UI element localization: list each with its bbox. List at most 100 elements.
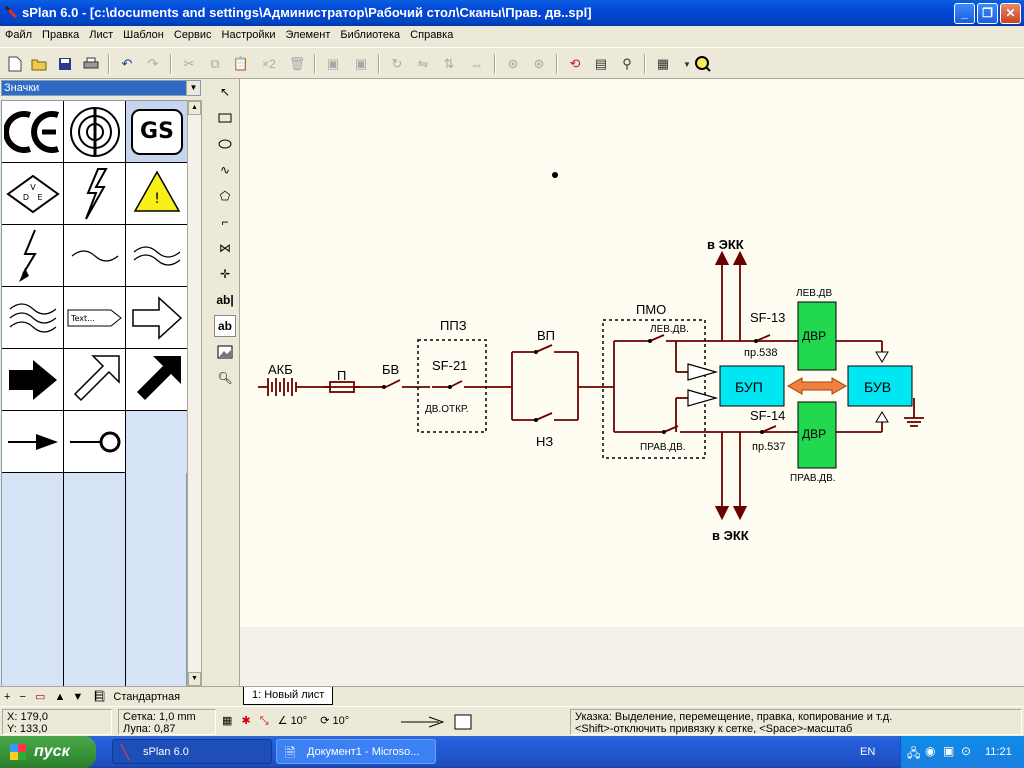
label-prav-dv-bottom: ПРАВ.ДВ. [790,473,836,484]
magnifier-tool-icon[interactable]: 🔍︎ [217,371,233,385]
ce-mark-symbol[interactable] [2,101,64,163]
buv-block [847,365,913,407]
diagonal-solid-arrow-symbol[interactable] [126,349,188,411]
menu-service[interactable]: Сервис [173,29,212,41]
text-tool-icon[interactable]: ab| [216,293,234,307]
angle-value[interactable]: 10° [290,715,308,727]
hint-line-2: <Shift>-отключить привязку к сетке, <Spa… [575,723,853,735]
coord-x: X: 179,0 [7,711,48,723]
menu-element[interactable]: Элемент [285,29,331,41]
scroll-down-icon[interactable]: ▼ [188,672,201,686]
junction-tool-icon[interactable]: ✛ [219,267,231,281]
tray-network-icon[interactable]: 🖧︎ [907,746,921,760]
send-back-icon: ▣ [354,56,368,71]
label-pmo: ПМО [636,302,666,317]
tilde-single-symbol[interactable] [64,225,126,287]
gs-mark-symbol[interactable]: GS [126,101,188,163]
new-file-icon[interactable] [4,53,26,75]
language-indicator[interactable]: EN [860,746,876,758]
start-button[interactable]: пуск [0,736,96,768]
warning-triangle-symbol[interactable]: ! [126,163,188,225]
clock: 11:21 [985,746,1012,758]
angle-snap-icon[interactable]: ⤡ [259,715,269,727]
menu-file[interactable]: Файл [5,29,33,41]
close-button[interactable]: ✕ [1000,3,1021,24]
polygon-tool-icon[interactable]: ⬠ [219,189,231,203]
label-bup: БУП [735,379,763,395]
app-icon [4,5,18,19]
line-circle-symbol[interactable] [64,411,126,473]
start-label: пуск [34,743,70,760]
textbox-tool-icon[interactable]: ab [214,315,236,337]
parts-list-icon[interactable]: ▤ [594,56,608,71]
search-binoculars-icon[interactable]: ⚲ [622,56,632,71]
menu-library[interactable]: Библиотека [340,29,401,41]
rectangle-tool-icon[interactable] [214,107,236,129]
duplicate-x2-icon: ×2 [262,57,276,71]
diagonal-outline-arrow-symbol[interactable] [64,349,126,411]
chevron-down-icon[interactable]: ▼ [186,81,200,95]
task-splan[interactable]: ╲ sPlan 6.0 [112,739,272,764]
print-icon[interactable] [80,53,102,75]
menu-template[interactable]: Шаблон [123,29,164,41]
label-bv: БВ [382,362,399,377]
drawing-sheet[interactable]: АКБ П БВ ППЗ SF-21 ДВ.ОТКР. ВП НЗ ПМО ЛЕ… [240,79,1024,627]
title-bar: sPlan 6.0 - [c:\documents and settings\А… [0,0,1024,26]
open-folder-icon[interactable] [28,53,50,75]
sheet-tab[interactable]: 1: Новый лист [243,687,333,705]
pointer-tool-icon[interactable]: ↖ [219,85,231,99]
label-prav-dv: ПРАВ.ДВ. [640,442,686,453]
rotate-angle-value[interactable]: 10° [332,715,350,727]
outline-arrow-symbol[interactable] [126,287,188,349]
image-tool-icon[interactable] [214,341,236,363]
text-tag-symbol[interactable]: Text... [64,287,126,349]
menu-settings[interactable]: Настройки [221,29,276,41]
menu-sheet[interactable]: Лист [89,29,114,41]
snap-red-icon[interactable]: ✱ [241,715,251,727]
menu-help[interactable]: Справка [410,29,454,41]
delete-icon: 🗑 [288,56,306,71]
label-ppz: ППЗ [440,318,467,333]
library-edit-icon[interactable]: ▭ [35,691,46,703]
menu-edit[interactable]: Правка [42,29,80,41]
library-select-value: Значки [4,82,40,94]
bezier-tool-icon[interactable]: ∿ [219,163,231,177]
ellipse-tool-icon[interactable] [214,133,236,155]
tray-media-icon[interactable]: ⊙ [961,744,972,758]
tray-app-icon[interactable]: ▣ [943,744,955,758]
minimize-button[interactable]: _ [954,3,975,24]
grid-snap-icon[interactable]: ▦ [222,715,233,727]
move-up-icon[interactable]: ▲ [54,691,66,703]
rotate-angle-icon: ⟳ [320,715,330,727]
library-select[interactable]: Значки ▼ [1,80,201,96]
move-down-icon[interactable]: ▼ [72,691,84,703]
tilde-triple-symbol[interactable] [2,287,64,349]
scroll-up-icon[interactable]: ▲ [188,101,201,115]
polyline-tool-icon[interactable]: ⌐ [221,215,229,229]
save-icon[interactable] [54,53,76,75]
lightning-arrow-symbol[interactable] [2,225,64,287]
paste-icon: 📋 [232,56,250,71]
line-arrow-symbol[interactable] [2,411,64,473]
radio-mark-symbol[interactable] [64,101,126,163]
add-library-icon[interactable]: + [4,691,11,703]
dropdown-arrow-icon[interactable]: ▼ [683,59,691,69]
undo-icon[interactable]: ↶ [121,56,133,71]
wire-tool-icon[interactable]: ⋈ [219,241,231,255]
tray-volume-icon[interactable]: ◉ [925,744,936,758]
zoom-icon[interactable] [692,53,714,75]
task-word[interactable]: 🗎︎ Документ1 - Microso... [276,739,436,764]
lightning-outline-symbol[interactable] [64,163,126,225]
library-scrollbar[interactable]: ▲ ▼ [187,100,202,687]
system-tray: 🖧︎ ◉ ▣ ⊙ 11:21 [900,736,1024,768]
restore-button[interactable]: ❐ [977,3,998,24]
tilde-double-symbol[interactable] [126,225,188,287]
numbering-icon[interactable]: ⟲ [569,56,581,71]
menu-bar: Файл Правка Лист Шаблон Сервис Настройки Элеме… [0,26,1024,46]
solid-arrow-symbol[interactable] [2,349,64,411]
line-style[interactable] [395,709,477,735]
coord-y: Y: 133,0 [7,723,48,735]
remove-library-icon[interactable]: − [19,691,26,703]
grid-options-icon[interactable]: ▦ [656,56,670,71]
